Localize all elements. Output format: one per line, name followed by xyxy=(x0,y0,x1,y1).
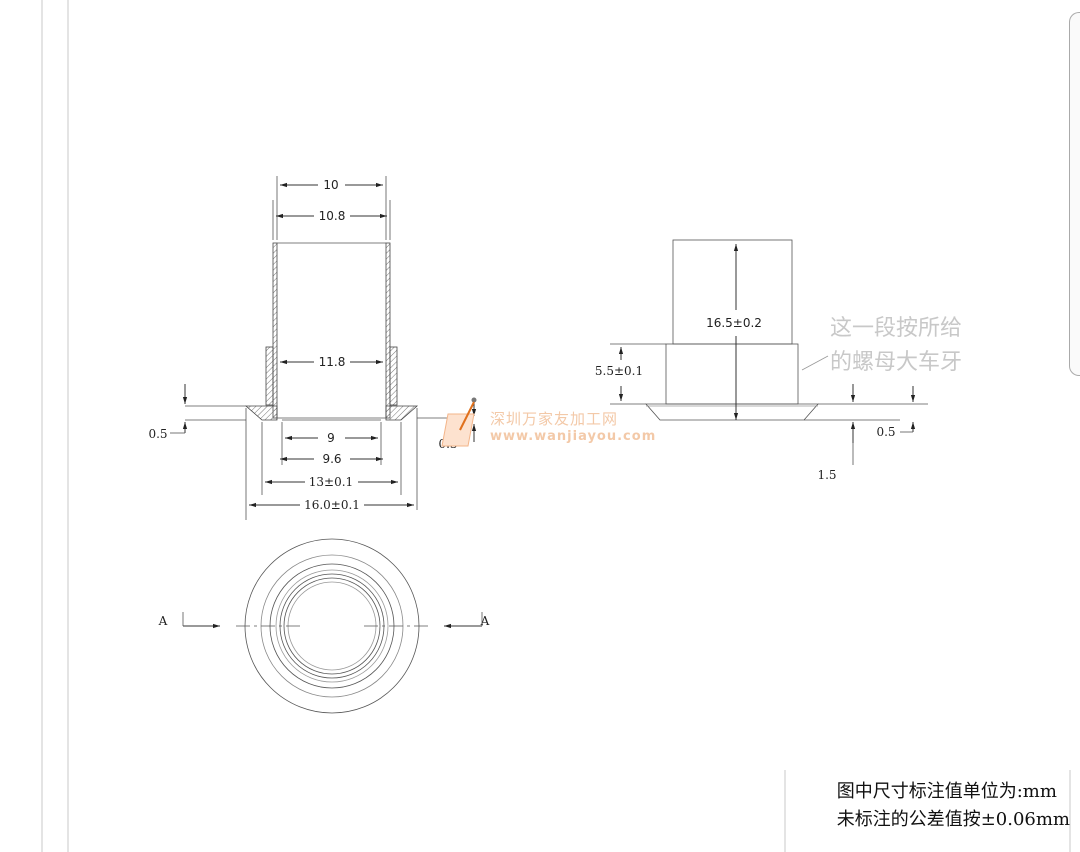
dim-16-5: 16.5±0.2 xyxy=(706,316,762,330)
side-dimensions: 16.5±0.2 5.5±0.1 0.5 1.5 xyxy=(595,244,928,482)
section-label-right: A xyxy=(480,614,490,628)
annotation-line-2: 的螺母大车牙 xyxy=(830,350,963,375)
dim-9-6: 9.6 xyxy=(322,452,341,466)
dim-10-8: 10.8 xyxy=(319,209,346,223)
drawing-notes: 图中尺寸标注值单位为:mm 未标注的公差值按±0.06mm xyxy=(837,778,1070,834)
dim-9: 9 xyxy=(327,431,335,445)
watermark-logo-icon xyxy=(441,397,477,447)
watermark-en: www.wanjiayou.com xyxy=(490,429,657,444)
dim-1-5: 1.5 xyxy=(817,468,836,482)
section-label-left: A xyxy=(158,614,168,628)
annotation-line-1: 这一段按所给 xyxy=(830,316,963,341)
dim-16: 16.0±0.1 xyxy=(304,498,360,512)
thread-annotation: 这一段按所给 的螺母大车牙 xyxy=(830,312,962,380)
note-tolerance: 未标注的公差值按±0.06mm xyxy=(836,809,1070,830)
dim-0-5-right: 0.5 xyxy=(876,425,895,439)
dim-5-5: 5.5±0.1 xyxy=(595,364,643,378)
watermark-cn: 深圳万家友加工网 xyxy=(490,410,619,428)
dim-10: 10 xyxy=(323,178,338,192)
dim-13: 13±0.1 xyxy=(309,475,353,489)
scrollbar-handle[interactable] xyxy=(1069,12,1080,376)
side-view xyxy=(645,239,819,421)
top-circle-view: A A xyxy=(158,538,490,714)
watermark: 深圳万家友加工网 www.wanjiayou.com xyxy=(490,410,656,446)
note-units: 图中尺寸标注值单位为:mm xyxy=(836,781,1057,802)
dim-11-8: 11.8 xyxy=(319,355,346,369)
dim-0-5-left: 0.5 xyxy=(148,427,167,441)
front-section-view xyxy=(244,242,419,421)
front-dimensions: 10 10.8 11.8 9 9.6 13±0.1 16.0±0.1 0.5 xyxy=(148,176,477,520)
